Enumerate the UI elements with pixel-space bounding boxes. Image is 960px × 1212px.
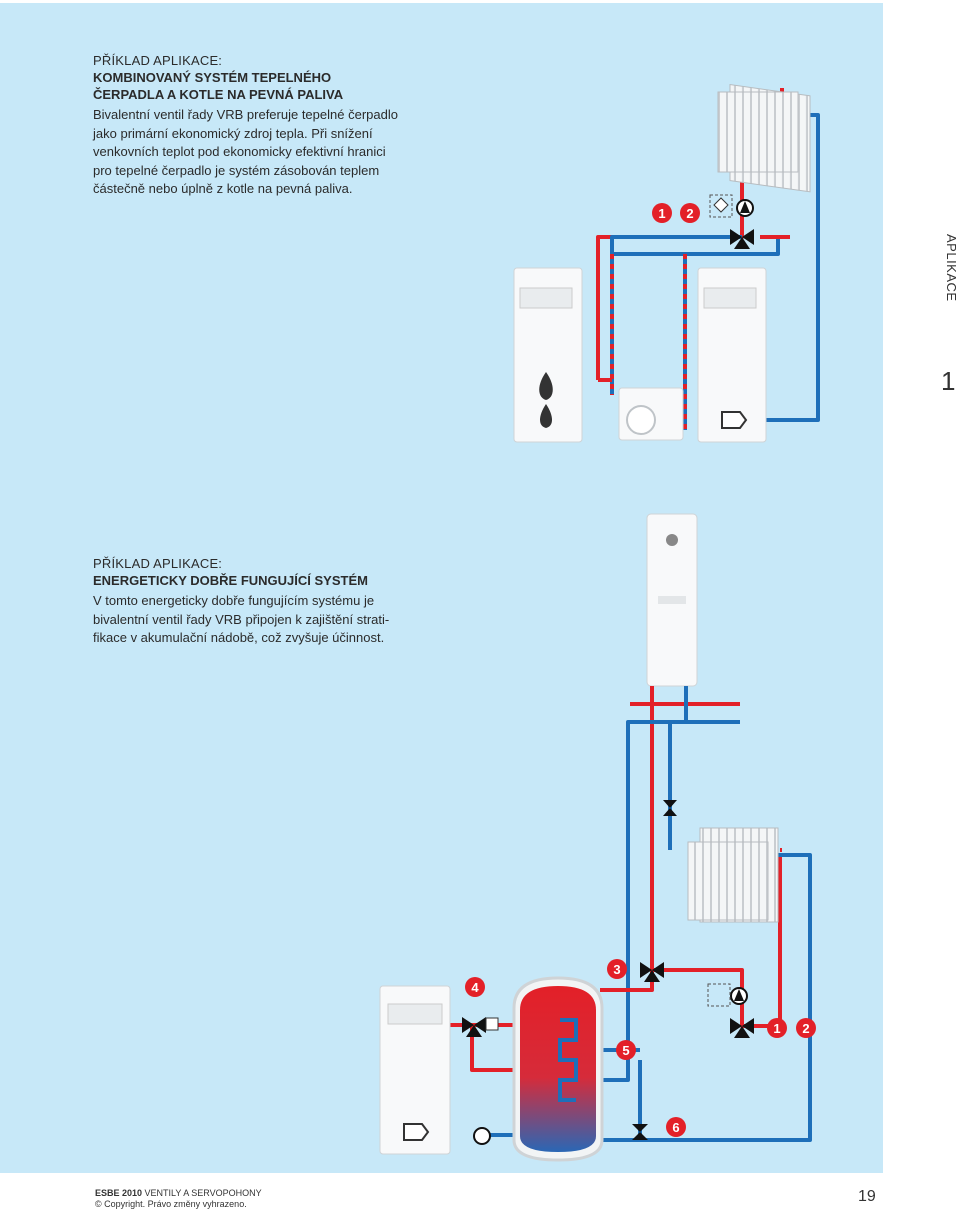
page-number: 19 <box>858 1188 876 1205</box>
pump-icon <box>730 987 748 1005</box>
svg-text:4: 4 <box>471 980 479 995</box>
svg-text:3: 3 <box>613 962 620 977</box>
svg-text:6: 6 <box>672 1120 679 1135</box>
svg-text:5: 5 <box>622 1043 629 1058</box>
marker-4: 4 <box>465 977 485 997</box>
example-1-body-line: částečně nebo úplně z kotle na pevná pal… <box>93 181 353 197</box>
svg-text:2: 2 <box>802 1021 809 1036</box>
radiator-icon <box>717 84 811 193</box>
heat-pump-unit <box>618 387 684 441</box>
example-1-title-line-1: KOMBINOVANÝ SYSTÉM TEPELNÉHO <box>93 70 332 85</box>
marker-2: 2 <box>680 203 700 223</box>
example-1-body-line: jako primární ekonomický zdroj tepla. Př… <box>93 125 373 141</box>
valve-1-2-icon <box>730 1018 754 1038</box>
radiator-icon <box>687 827 779 923</box>
check-valve-icon <box>663 800 677 816</box>
diagram-efficient-system: 3 4 5 6 1 2 <box>379 513 816 1162</box>
example-2-body-line: V tomto energeticky dobře fungujícím sys… <box>93 593 375 608</box>
example-1-text: PŘÍKLAD APLIKACE: KOMBINOVANÝ SYSTÉM TEP… <box>93 52 398 199</box>
marker-6: 6 <box>666 1117 686 1137</box>
footer-brand: ESBE 2010 <box>95 1188 143 1198</box>
fan-icon <box>626 405 656 435</box>
valve-6-icon <box>632 1124 648 1140</box>
wall-unit <box>646 513 698 687</box>
example-2-body-line: fikace v akumulační nádobě, což zvyšuje … <box>93 630 385 646</box>
flame-icon <box>539 372 553 400</box>
example-2-text: PŘÍKLAD APLIKACE: ENERGETICKY DOBŘE FUNG… <box>93 555 389 648</box>
pipe-cold-main <box>560 686 688 1082</box>
solid-fuel-boiler <box>697 267 767 443</box>
pump-icon <box>736 199 754 217</box>
marker-1: 1 <box>652 203 672 223</box>
marker-3: 3 <box>607 959 627 979</box>
side-tab-number: 1 <box>941 366 956 396</box>
marker-1: 1 <box>767 1018 787 1038</box>
example-1-body-line: Bivalentní ventil řady VRB preferuje tep… <box>93 107 398 122</box>
footer-title: VENTILY A SERVOPOHONY <box>142 1188 262 1198</box>
example-2-body-line: bivalentní ventil řady VRB připojen k za… <box>93 611 390 627</box>
marker-2: 2 <box>796 1018 816 1038</box>
diagram-heat-pump-and-boiler: 1 2 <box>513 84 820 443</box>
example-1-body-line: pro tepelné čerpadlo je systém zásobován… <box>93 162 380 178</box>
mixing-valve-icon <box>730 229 754 249</box>
example-2-title: ENERGETICKY DOBŘE FUNGUJÍCÍ SYSTÉM <box>93 573 368 588</box>
boiler-unit <box>513 267 583 443</box>
accumulation-tank <box>512 976 604 1162</box>
pump-icon <box>473 1127 491 1145</box>
valve-3-icon <box>640 962 664 982</box>
footer: ESBE 2010 VENTILY A SERVOPOHONY © Copyri… <box>95 1188 262 1210</box>
svg-text:1: 1 <box>658 206 665 221</box>
drop-icon <box>540 404 552 428</box>
valve-4-icon <box>462 1017 499 1037</box>
example-2-eyebrow: PŘÍKLAD APLIKACE: <box>93 556 223 571</box>
example-1-title-line-2: ČERPADLA A KOTLE NA PEVNÁ PALIVA <box>93 87 344 102</box>
log-icon <box>403 1123 430 1141</box>
footer-copyright: © Copyright. Právo změny vyhrazeno. <box>95 1199 247 1209</box>
example-1-eyebrow: PŘÍKLAD APLIKACE: <box>93 53 223 68</box>
svg-text:1: 1 <box>773 1021 780 1036</box>
log-icon <box>721 411 748 429</box>
content-panel <box>0 3 883 1173</box>
side-tab-label: APLIKACE <box>944 234 959 302</box>
svg-text:2: 2 <box>686 206 693 221</box>
example-1-body-line: venkovních teplot pod ekonomicky efektiv… <box>93 144 386 160</box>
example-1-body: Bivalentní ventil řady VRB preferuje tep… <box>93 106 398 199</box>
marker-5: 5 <box>616 1040 636 1060</box>
solid-fuel-boiler <box>379 985 451 1155</box>
example-2-body: V tomto energeticky dobře fungujícím sys… <box>93 592 389 648</box>
